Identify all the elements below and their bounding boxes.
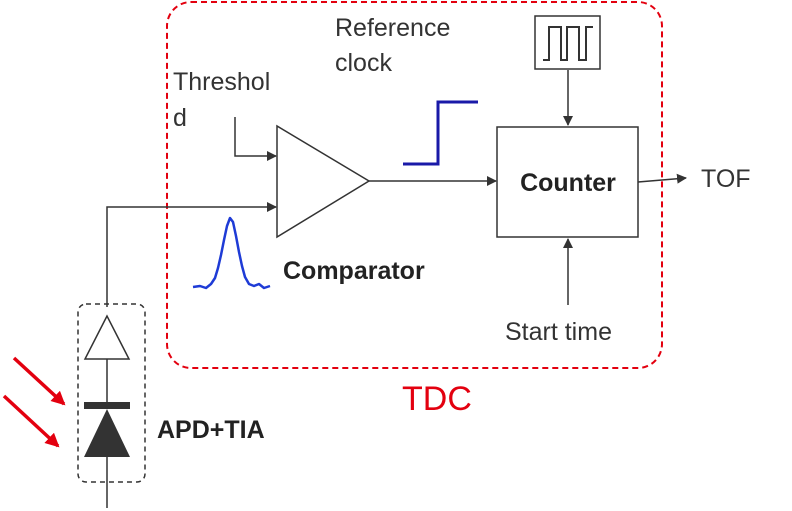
triangle-amplifier-icon [276, 124, 371, 239]
threshold-label-line1: Threshol [173, 68, 270, 96]
apd-to-comparator-wire [106, 202, 277, 307]
pulse-waveform [192, 216, 271, 290]
threshold-wire [234, 117, 277, 161]
tdc-boundary [166, 1, 663, 369]
light-arrow-1 [12, 356, 66, 406]
tdc-label: TDC [402, 380, 472, 418]
square-wave-icon [534, 15, 601, 70]
counter-label: Counter [520, 169, 616, 197]
reference-clock-label-line2: clock [335, 49, 392, 77]
counter-to-tof-arrow [637, 173, 687, 184]
light-arrow-2 [2, 394, 60, 448]
start-time-label: Start time [505, 318, 612, 346]
comparator-label: Comparator [283, 257, 425, 285]
apd-tia-label: APD+TIA [157, 416, 265, 444]
buffer-triangle-icon [83, 314, 131, 360]
reference-clock-label-line1: Reference [335, 14, 450, 42]
apd-tia-boundary [77, 303, 146, 483]
step-signal [403, 100, 478, 166]
tof-label: TOF [701, 165, 751, 193]
photodiode-icon [84, 402, 130, 457]
threshold-label-line2: d [173, 104, 187, 132]
